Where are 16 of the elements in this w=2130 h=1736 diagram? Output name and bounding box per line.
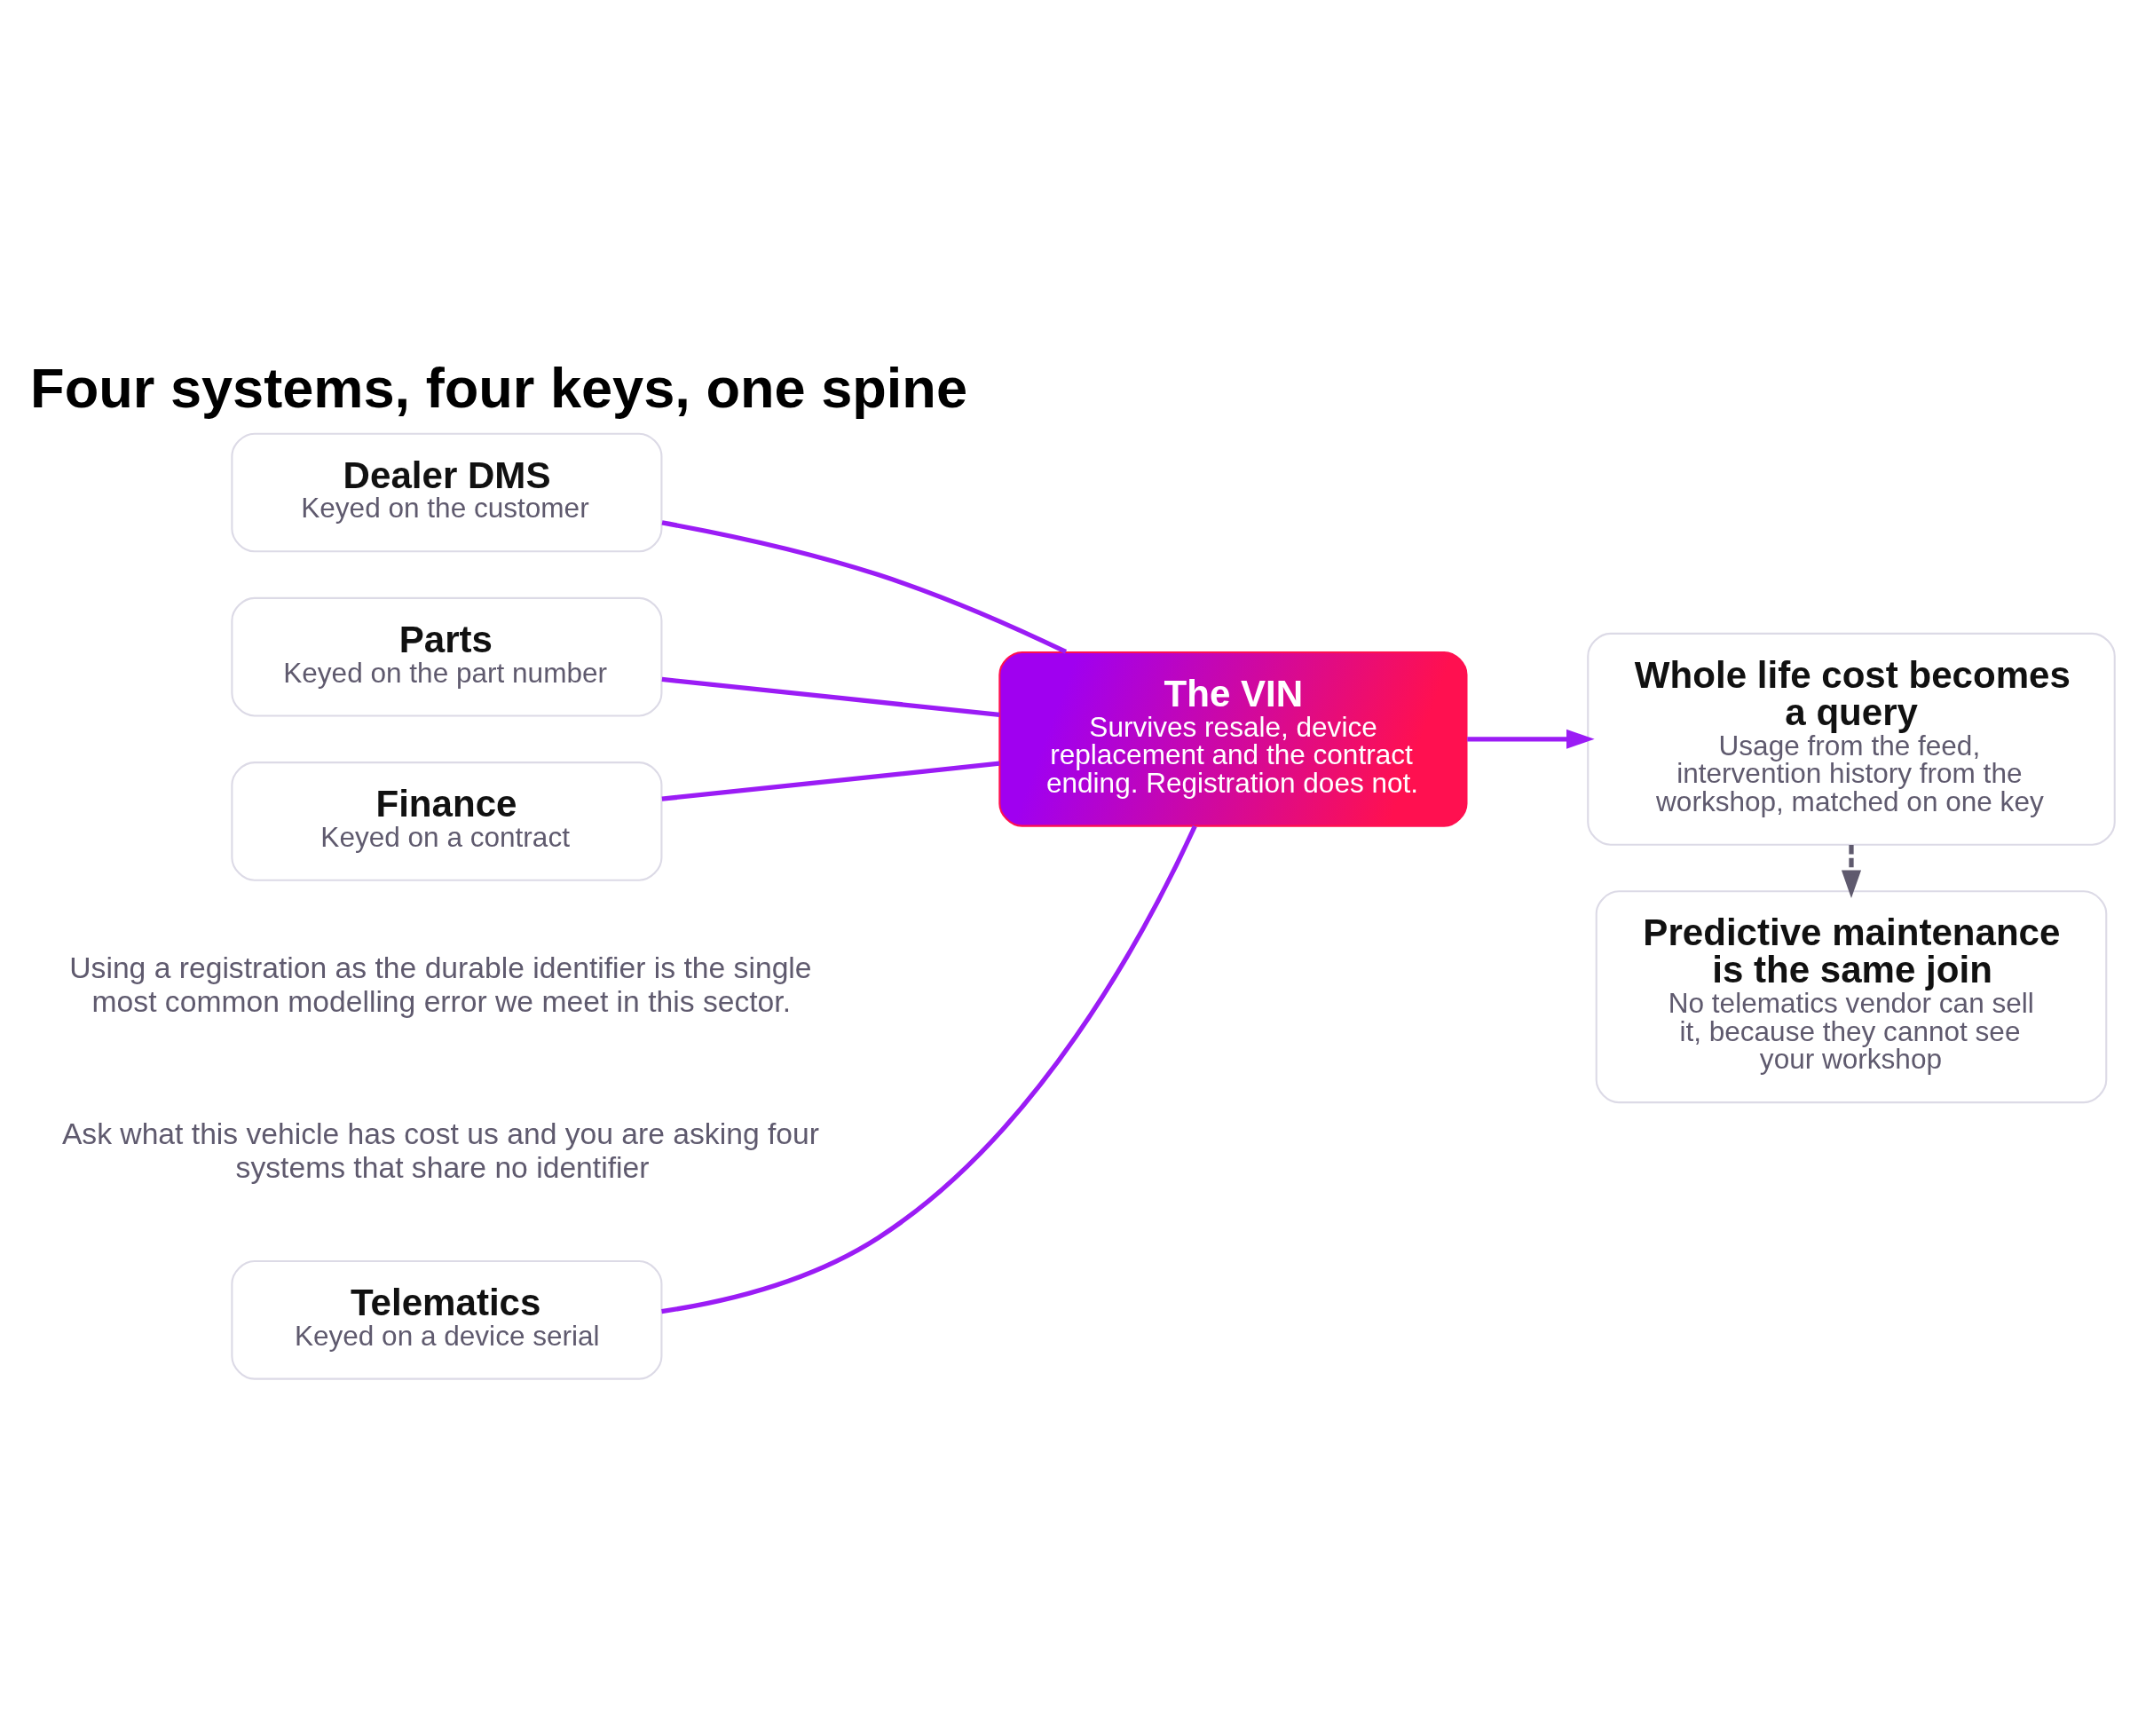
label: Ask what this vehicle has cost us and you are asking four systems that share no identifier	[61, 1117, 819, 1184]
node-box: Whole life cost becomes a query Usage from the feed, intervention history from the workshop, matched on one key	[1587, 632, 2116, 846]
node-box: The VIN Survives resale, device replacement and the contract ending. Registration does not.	[998, 651, 1468, 827]
connector	[661, 761, 1000, 801]
node-box: Dealer DMS Keyed on the customer	[231, 432, 663, 553]
arrow	[1467, 729, 1595, 749]
node-box: Finance Keyed on a contract	[231, 761, 663, 881]
label: Using a registration as the durable identifier is the single most common modelling error we meet in this sector.	[69, 951, 812, 1018]
node-box: Telematics Keyed on a device serial	[231, 1259, 663, 1380]
connector	[661, 825, 1197, 1314]
node-box: Predictive maintenance is the same join No telematics vendor can sell it, because they cannot see your workshop	[1595, 890, 2108, 1104]
connector	[661, 520, 1068, 654]
arrow	[1841, 844, 1862, 899]
diagram-title: Four systems, four keys, one spine	[30, 357, 968, 420]
connector	[661, 676, 1000, 717]
node-box: Parts Keyed on the part number	[231, 596, 663, 717]
